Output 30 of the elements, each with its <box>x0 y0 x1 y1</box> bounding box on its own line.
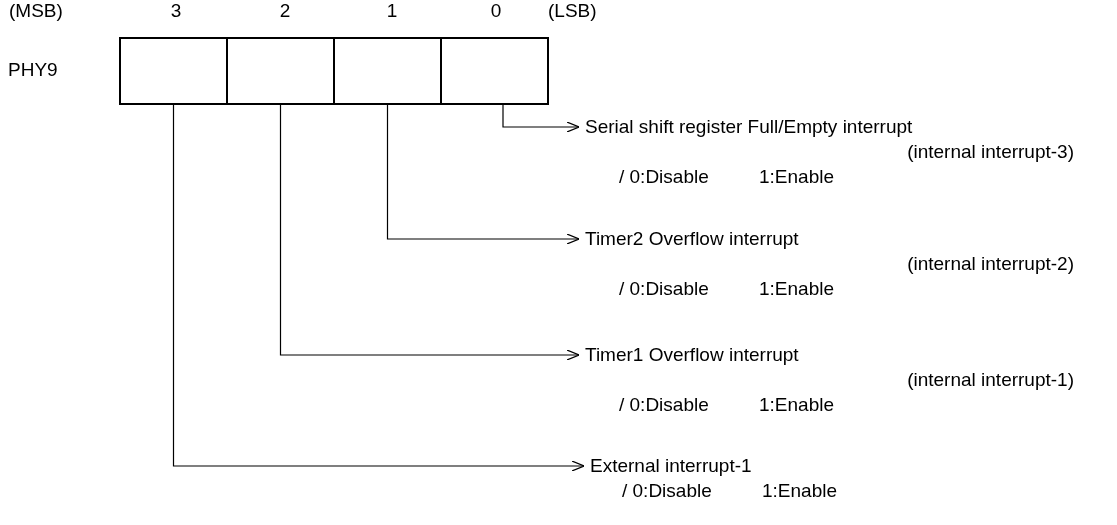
disable-setting: / 0:Disable <box>619 278 709 300</box>
interrupt-source: (internal interrupt-1) <box>907 369 1074 391</box>
msb-label: (MSB) <box>9 0 63 22</box>
disable-setting: / 0:Disable <box>622 480 712 502</box>
bit-number: 1 <box>386 0 398 22</box>
bit-number: 2 <box>279 0 291 22</box>
bit-cell <box>119 37 228 105</box>
interrupt-name: Timer2 Overflow interrupt <box>585 228 799 250</box>
lsb-label: (LSB) <box>548 0 597 22</box>
interrupt-name: Timer1 Overflow interrupt <box>585 344 799 366</box>
arrow <box>502 104 580 133</box>
disable-setting: / 0:Disable <box>619 166 709 188</box>
bit-number: 3 <box>170 0 182 22</box>
arrow <box>172 104 585 472</box>
arrow <box>279 104 580 361</box>
interrupt-source: (internal interrupt-2) <box>907 253 1074 275</box>
bit-cell <box>226 37 335 105</box>
enable-setting: 1:Enable <box>759 166 834 188</box>
bit-cell <box>440 37 549 105</box>
disable-setting: / 0:Disable <box>619 394 709 416</box>
interrupt-name: External interrupt-1 <box>590 455 752 477</box>
register-name: PHY9 <box>8 59 58 81</box>
enable-setting: 1:Enable <box>759 394 834 416</box>
interrupt-source: (internal interrupt-3) <box>907 141 1074 163</box>
enable-setting: 1:Enable <box>759 278 834 300</box>
enable-setting: 1:Enable <box>762 480 837 502</box>
bit-cell <box>333 37 442 105</box>
bit-number: 0 <box>490 0 502 22</box>
interrupt-name: Serial shift register Full/Empty interrupt <box>585 116 913 138</box>
arrow <box>386 104 580 245</box>
